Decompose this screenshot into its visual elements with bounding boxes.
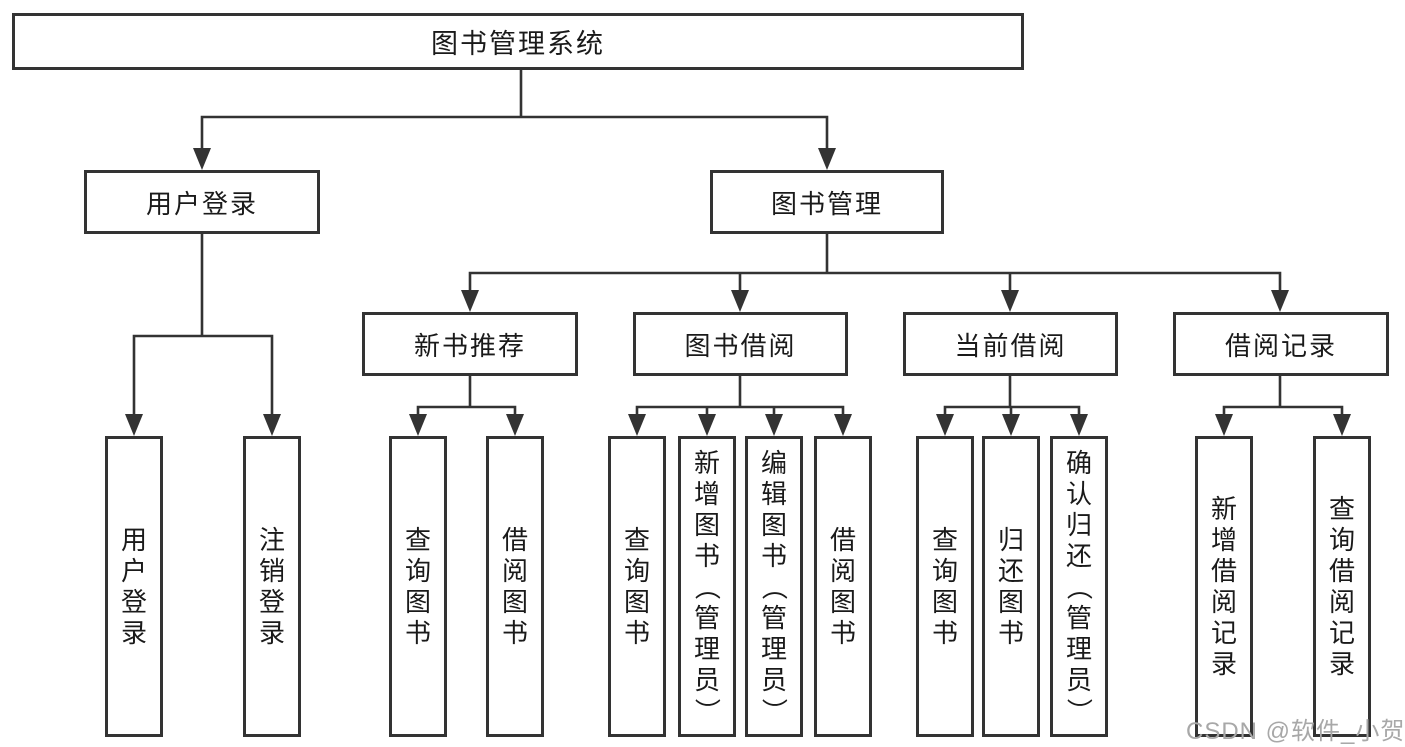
node-user-login-action: 用户登录 [105,436,163,737]
node-current-return-books: 归还图书 [982,436,1040,737]
node-current-return-books-label: 归还图书 [997,525,1024,648]
node-borrow-records-label: 借阅记录 [1224,330,1337,361]
arrowhead [1070,414,1088,436]
node-recommend-query-books: 查询图书 [389,436,447,737]
node-library-system: 图书管理系统 [12,13,1024,70]
arrowhead [461,290,479,312]
node-user-login-action-label: 用户登录 [120,525,147,648]
node-logout-action: 注销登录 [243,436,301,737]
node-current-query-books: 查询图书 [916,436,974,737]
node-records-query-record: 查询借阅记录 [1313,436,1371,737]
node-records-query-record-label: 查询借阅记录 [1328,494,1355,679]
node-borrow-records: 借阅记录 [1173,312,1389,376]
node-records-add-record: 新增借阅记录 [1195,436,1253,737]
node-borrow-add-books-admin: 新增图书（管理员） [678,436,736,737]
arrowhead [125,414,143,436]
node-new-book-recommend: 新书推荐 [362,312,578,376]
node-library-system-label: 图书管理系统 [431,29,605,59]
arrowhead [1333,414,1351,436]
arrowhead [834,414,852,436]
node-current-borrow-label: 当前借阅 [954,330,1067,361]
arrowheads [125,148,1351,436]
arrowhead [731,290,749,312]
arrowhead [765,414,783,436]
node-new-book-recommend-label: 新书推荐 [413,330,526,361]
node-user-login: 用户登录 [84,170,320,234]
arrowhead [628,414,646,436]
node-book-borrow: 图书借阅 [633,312,848,376]
node-current-confirm-return-admin: 确认归还（管理员） [1050,436,1108,737]
arrowhead [506,414,524,436]
node-user-login-label: 用户登录 [145,188,258,219]
node-book-management-label: 图书管理 [770,188,883,219]
arrowhead [698,414,716,436]
arrowhead [409,414,427,436]
arrowhead [1215,414,1233,436]
csdn-watermark: CSDN @软件_小贺同学 [1186,718,1405,745]
node-borrow-edit-books-admin-label: 编辑图书（管理员） [758,447,789,724]
node-current-borrow: 当前借阅 [903,312,1118,376]
connector-path [132,68,1344,422]
arrowhead [263,414,281,436]
node-book-management: 图书管理 [710,170,944,234]
node-borrow-query-books-label: 查询图书 [623,525,650,648]
arrowhead [1002,414,1020,436]
node-borrow-add-books-admin-label: 新增图书（管理员） [691,447,722,724]
node-recommend-borrow-books-label: 借阅图书 [501,525,528,648]
node-borrow-borrow-books-label: 借阅图书 [829,525,856,648]
node-logout-action-label: 注销登录 [258,525,285,648]
node-recommend-query-books-label: 查询图书 [404,525,431,648]
arrowhead [1001,290,1019,312]
node-current-query-books-label: 查询图书 [931,525,958,648]
arrowhead [818,148,836,170]
arrowhead [193,148,211,170]
node-borrow-query-books: 查询图书 [608,436,666,737]
node-book-borrow-label: 图书借阅 [684,330,797,361]
arrowhead [936,414,954,436]
node-current-confirm-return-admin-label: 确认归还（管理员） [1063,447,1094,724]
arrowhead [1271,290,1289,312]
node-records-add-record-label: 新增借阅记录 [1210,494,1237,679]
node-borrow-edit-books-admin: 编辑图书（管理员） [745,436,803,737]
node-borrow-borrow-books: 借阅图书 [814,436,872,737]
node-recommend-borrow-books: 借阅图书 [486,436,544,737]
